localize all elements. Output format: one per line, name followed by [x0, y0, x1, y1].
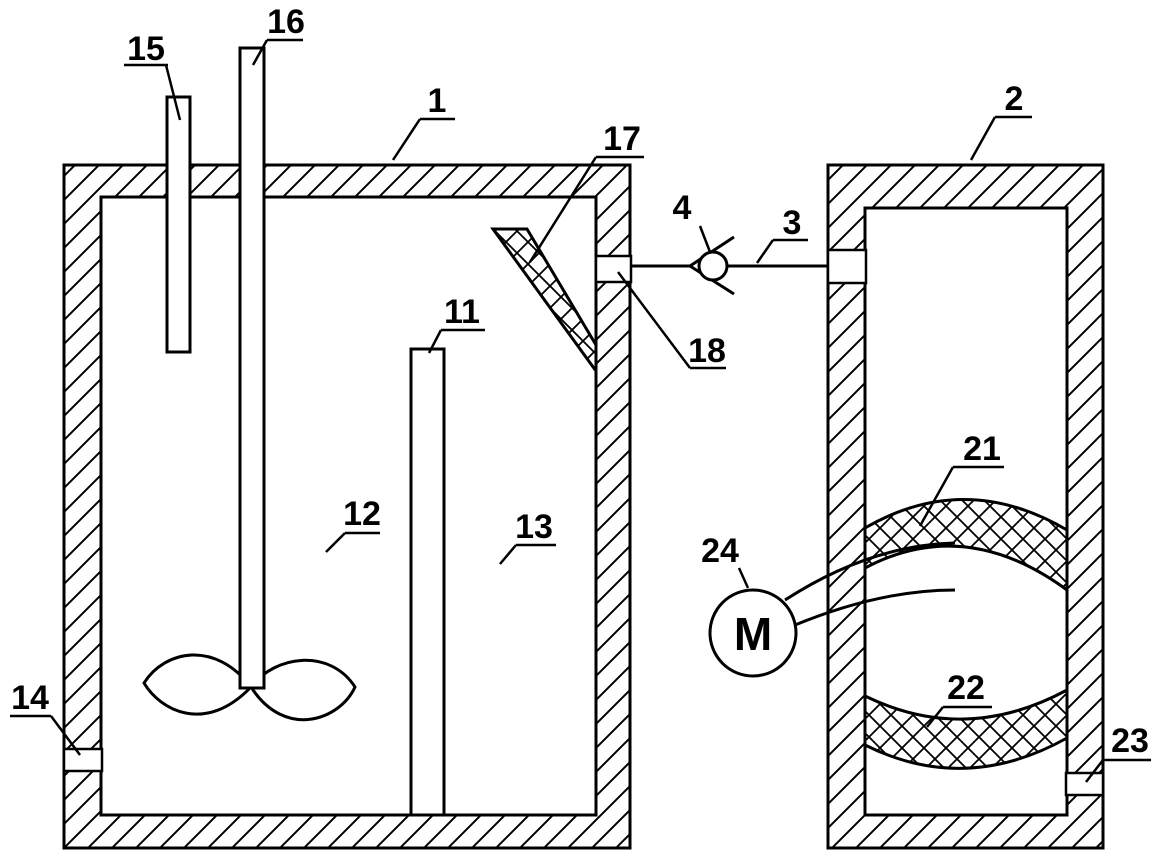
- motor-24: M: [708, 541, 956, 678]
- label-12: 12: [343, 495, 381, 533]
- label-14: 14: [11, 679, 49, 717]
- label-13: 13: [515, 508, 553, 546]
- tank-1-wall: [62, 163, 632, 850]
- labels: 1 2 3 4 11 12 13 14 15 16 17 18 21 22 23…: [11, 3, 1149, 760]
- tank-1: [62, 163, 633, 850]
- stirrer-16: [142, 46, 357, 722]
- stirrer-shaft: [238, 46, 266, 690]
- label-21: 21: [963, 430, 1001, 468]
- motor-circle: [708, 588, 798, 678]
- partition-11: [409, 347, 446, 817]
- filter-17: [490, 227, 598, 376]
- tube-15: [165, 95, 192, 354]
- membrane-21: [863, 498, 1069, 593]
- label-18: 18: [688, 332, 726, 370]
- outlet-port-23: [1064, 771, 1105, 797]
- outlet-port-18: [594, 254, 633, 284]
- membrane-22: [863, 687, 1069, 770]
- motor-symbol: M: [734, 608, 772, 660]
- label-23: 23: [1111, 722, 1149, 760]
- check-valve-4: [689, 235, 735, 296]
- motor-belt: [784, 541, 956, 627]
- tank-2: [826, 163, 1105, 850]
- label-24: 24: [701, 532, 739, 570]
- label-15: 15: [127, 30, 165, 68]
- label-11: 11: [444, 293, 480, 331]
- inlet-port-tank-2: [826, 248, 868, 285]
- label-17: 17: [603, 120, 641, 158]
- inlet-port-14: [62, 747, 104, 773]
- label-22: 22: [947, 669, 985, 707]
- label-1: 1: [428, 82, 447, 120]
- label-3: 3: [783, 204, 802, 242]
- label-16: 16: [267, 3, 305, 41]
- label-4: 4: [673, 189, 692, 227]
- label-2: 2: [1005, 80, 1024, 118]
- leader-lines: [10, 38, 1151, 783]
